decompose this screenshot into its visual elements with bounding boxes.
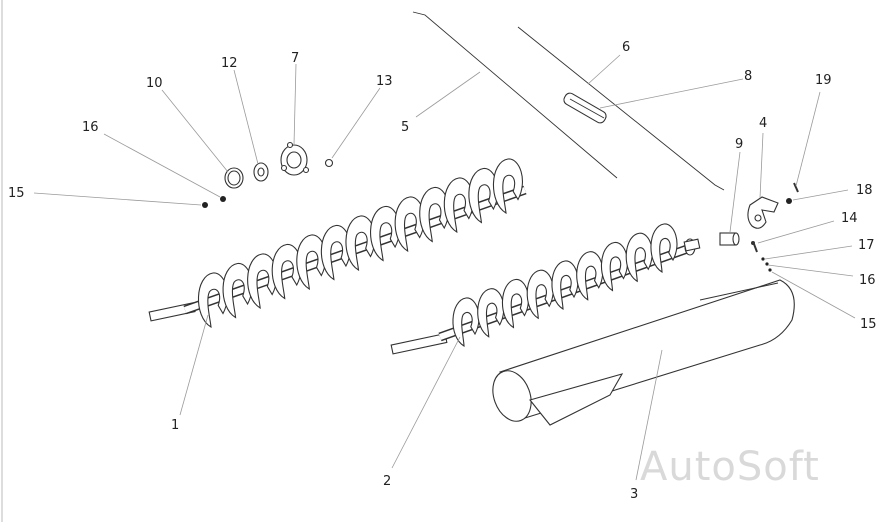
callout-16-right: 16 bbox=[859, 273, 876, 288]
washer-15-left bbox=[202, 202, 208, 208]
callout-15-left: 15 bbox=[8, 186, 25, 201]
bracket-4 bbox=[747, 196, 779, 229]
washer-12 bbox=[253, 162, 269, 182]
sleeve-8 bbox=[563, 92, 607, 124]
callout-9: 9 bbox=[735, 137, 743, 152]
callout-13: 13 bbox=[376, 74, 393, 89]
auger-1 bbox=[148, 158, 527, 329]
bushing-9 bbox=[719, 232, 740, 246]
bolt-19 bbox=[793, 182, 799, 193]
callout-2: 2 bbox=[383, 474, 391, 489]
rod-5 bbox=[412, 11, 618, 179]
ring-10 bbox=[224, 167, 244, 189]
callout-6: 6 bbox=[622, 40, 630, 55]
cover-tube-3 bbox=[492, 279, 795, 426]
bolt-14 bbox=[751, 241, 758, 253]
bearing-flange-7 bbox=[280, 141, 310, 176]
callout-16-left: 16 bbox=[82, 120, 99, 135]
callout-18: 18 bbox=[856, 183, 873, 198]
callout-7: 7 bbox=[291, 51, 299, 66]
callout-8: 8 bbox=[744, 69, 752, 84]
callout-10: 10 bbox=[146, 76, 163, 91]
callout-labels: 1 2 3 4 5 6 7 8 9 10 12 13 14 15 15 16 1… bbox=[8, 40, 877, 502]
nut-13 bbox=[324, 158, 334, 168]
washer-15-right bbox=[768, 268, 772, 272]
nut-16-right bbox=[765, 262, 769, 266]
callout-14: 14 bbox=[841, 211, 858, 226]
nut-16-left bbox=[220, 196, 226, 202]
leader-lines bbox=[33, 54, 856, 481]
watermark: AutoSoft bbox=[640, 444, 820, 490]
washer-17 bbox=[761, 257, 765, 261]
callout-12: 12 bbox=[221, 56, 238, 71]
callout-3: 3 bbox=[630, 487, 638, 502]
callout-17: 17 bbox=[858, 238, 875, 253]
nut-18 bbox=[786, 198, 792, 204]
callout-15-right: 15 bbox=[860, 317, 877, 332]
auger-2 bbox=[390, 223, 701, 355]
callout-5: 5 bbox=[401, 120, 409, 135]
callout-4: 4 bbox=[759, 116, 767, 131]
rod-6 bbox=[517, 26, 725, 191]
callout-1: 1 bbox=[171, 418, 179, 433]
callout-19: 19 bbox=[815, 73, 832, 88]
